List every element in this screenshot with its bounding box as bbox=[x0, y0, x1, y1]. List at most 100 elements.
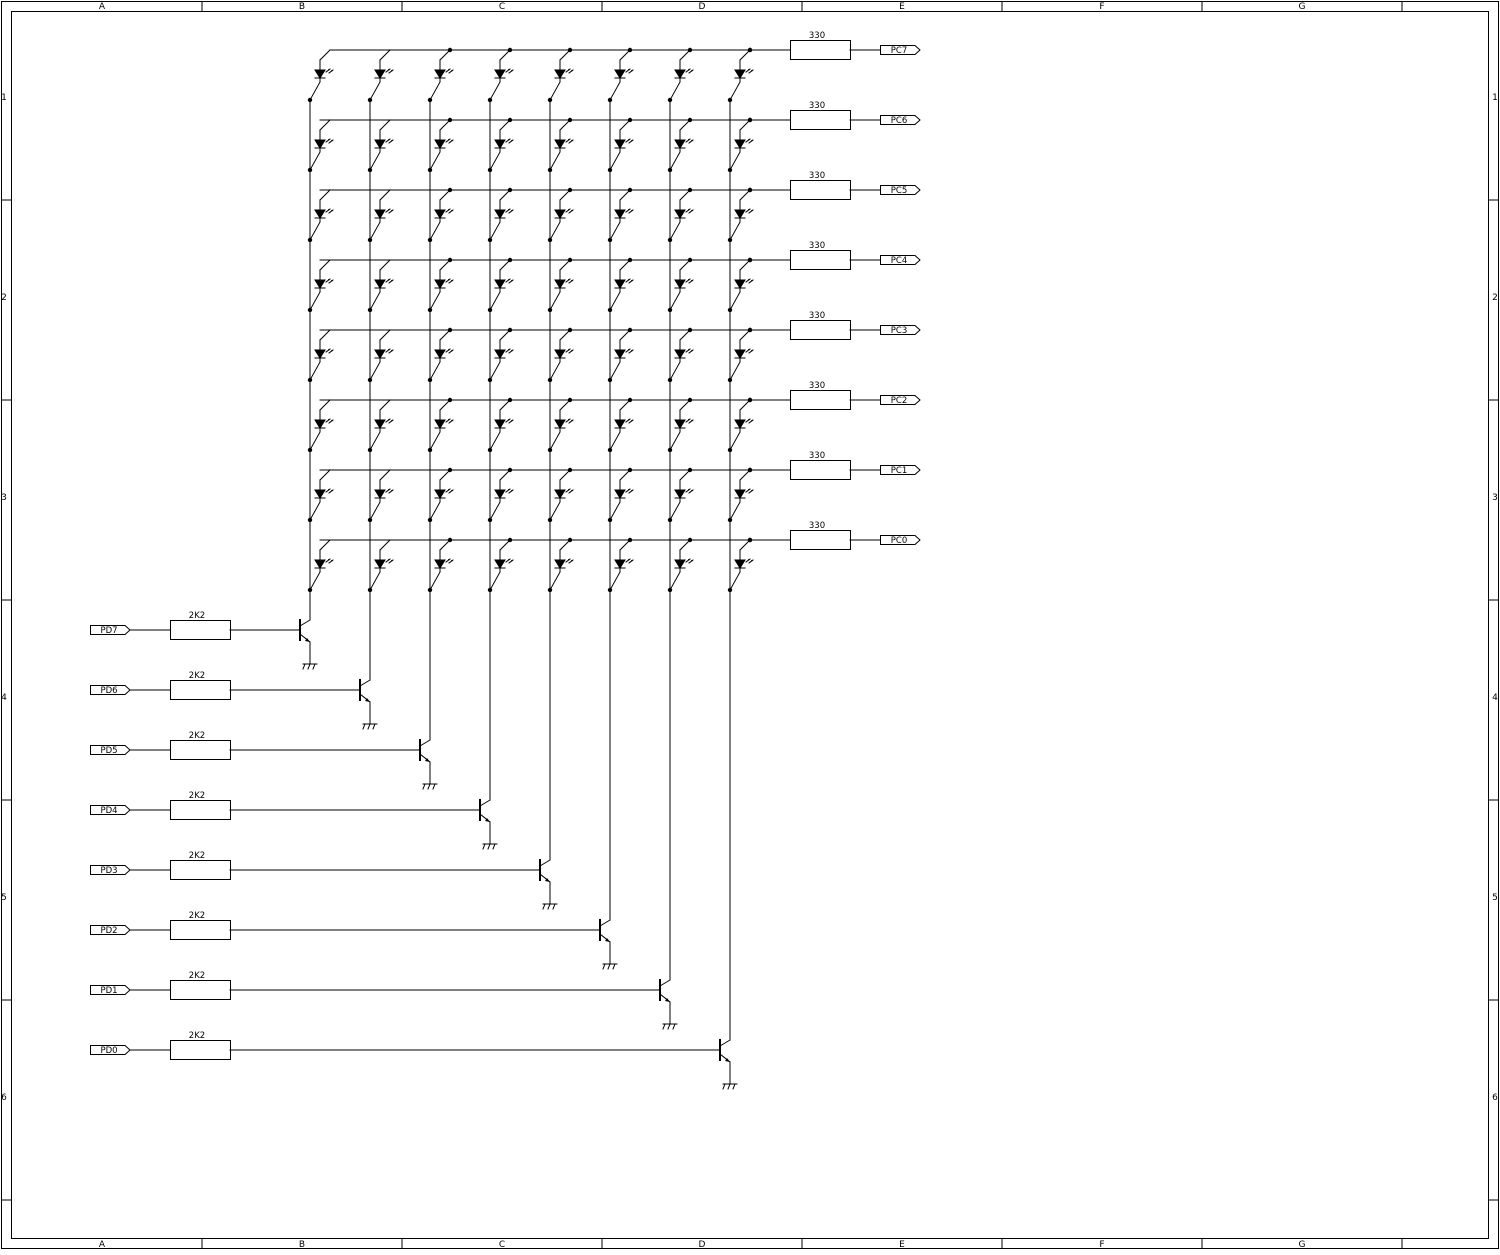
row-resistor-value: 330 bbox=[809, 31, 825, 41]
led-diode-triangle bbox=[374, 69, 386, 79]
zone-label-top-C: C bbox=[499, 2, 505, 12]
led-cell bbox=[367, 469, 394, 523]
led-light-arrowhead bbox=[568, 349, 573, 352]
led-diode-triangle bbox=[554, 419, 566, 429]
led-anode-lead bbox=[379, 49, 391, 61]
ground-hatch bbox=[367, 723, 371, 730]
led-cathode-lead bbox=[729, 431, 741, 451]
column-resistor-body bbox=[170, 680, 231, 700]
led-light-arrowhead bbox=[628, 139, 633, 142]
zone-label-left-3: 3 bbox=[1, 493, 7, 503]
column-port-label: PD1 bbox=[100, 986, 117, 996]
led-diode-triangle bbox=[674, 209, 686, 219]
led-cell bbox=[727, 399, 754, 453]
led-diode-triangle bbox=[614, 419, 626, 429]
column-resistor-body bbox=[170, 620, 231, 640]
led-cell bbox=[487, 469, 514, 523]
led-cell bbox=[307, 59, 334, 103]
led-cell bbox=[727, 329, 754, 383]
led-cathode-junction bbox=[667, 97, 673, 103]
led-cathode-lead bbox=[429, 291, 441, 311]
row-port-flag bbox=[880, 255, 921, 265]
led-light-arrowhead bbox=[688, 559, 693, 562]
led-anode-lead bbox=[559, 259, 571, 271]
led-cell bbox=[727, 49, 754, 103]
row-resistor-body bbox=[790, 180, 851, 200]
led-matrix bbox=[307, 49, 754, 593]
zone-label-bottom-E: E bbox=[899, 1240, 905, 1250]
led-cathode-junction bbox=[487, 587, 493, 593]
led-cell bbox=[667, 119, 694, 173]
led-light-arrowhead bbox=[748, 489, 753, 492]
led-anode-lead bbox=[559, 469, 571, 481]
row-resistor-value: 330 bbox=[809, 451, 825, 461]
led-diode-triangle bbox=[314, 69, 326, 79]
column-resistor-body bbox=[170, 1040, 231, 1060]
led-cathode-junction bbox=[487, 167, 493, 173]
led-anode-lead bbox=[619, 539, 631, 551]
led-anode-lead bbox=[499, 119, 511, 131]
row-port-label: PC3 bbox=[891, 326, 907, 336]
led-cell bbox=[727, 539, 754, 593]
led-cathode-lead bbox=[369, 81, 381, 101]
row-resistor-value: 330 bbox=[809, 171, 825, 181]
led-diode-triangle bbox=[434, 209, 446, 219]
led-cell bbox=[607, 119, 634, 173]
led-cell bbox=[367, 119, 394, 173]
led-diode-triangle bbox=[494, 419, 506, 429]
led-light-arrowhead bbox=[328, 279, 333, 282]
led-cathode-lead bbox=[309, 501, 321, 521]
led-cathode-lead bbox=[669, 291, 681, 311]
led-cathode-lead bbox=[309, 291, 321, 311]
led-cathode-junction bbox=[547, 97, 553, 103]
led-diode-triangle bbox=[374, 419, 386, 429]
led-diode-triangle bbox=[614, 139, 626, 149]
row-resistor-body bbox=[790, 460, 851, 480]
led-cell bbox=[307, 469, 334, 523]
led-cell bbox=[427, 539, 454, 593]
row-port-label: PC4 bbox=[891, 256, 907, 266]
zone-label-top-G: G bbox=[1299, 2, 1306, 12]
led-cathode-lead bbox=[609, 501, 621, 521]
led-cathode-lead bbox=[429, 501, 441, 521]
led-diode-triangle bbox=[374, 209, 386, 219]
led-diode-triangle bbox=[674, 139, 686, 149]
ground-hatch bbox=[672, 1023, 676, 1030]
led-anode-lead bbox=[559, 329, 571, 341]
ground-hatch bbox=[722, 1083, 726, 1090]
led-anode-lead bbox=[439, 259, 451, 271]
led-diode-triangle bbox=[374, 279, 386, 289]
led-light-arrowhead bbox=[508, 69, 513, 72]
led-light-arrowhead bbox=[388, 69, 393, 72]
led-diode-triangle bbox=[614, 209, 626, 219]
led-anode-lead bbox=[739, 329, 751, 341]
led-cell bbox=[367, 189, 394, 243]
led-cathode-lead bbox=[609, 151, 621, 171]
led-cell bbox=[547, 189, 574, 243]
led-cathode-junction bbox=[427, 447, 433, 453]
led-cathode-junction bbox=[727, 377, 733, 383]
led-light-arrowhead bbox=[628, 279, 633, 282]
led-anode-lead bbox=[439, 329, 451, 341]
column-port-flag bbox=[90, 745, 131, 755]
led-light-arrowhead bbox=[448, 349, 453, 352]
zone-label-right-2: 2 bbox=[1492, 293, 1498, 303]
transistor-emitter-arrow bbox=[665, 998, 670, 1002]
led-cathode-lead bbox=[309, 81, 321, 101]
column-port-flag bbox=[90, 865, 131, 875]
led-cathode-junction bbox=[607, 587, 613, 593]
led-diode-triangle bbox=[434, 349, 446, 359]
transistor-emitter-arrow bbox=[365, 698, 370, 702]
led-light-arrowhead bbox=[688, 349, 693, 352]
led-anode-lead bbox=[559, 399, 571, 411]
led-cell bbox=[667, 49, 694, 103]
led-diode-triangle bbox=[554, 139, 566, 149]
ground-hatch bbox=[727, 1083, 731, 1090]
led-light-arrowhead bbox=[568, 69, 573, 72]
led-diode-triangle bbox=[494, 209, 506, 219]
led-light-arrowhead bbox=[568, 139, 573, 142]
led-diode-triangle bbox=[674, 559, 686, 569]
